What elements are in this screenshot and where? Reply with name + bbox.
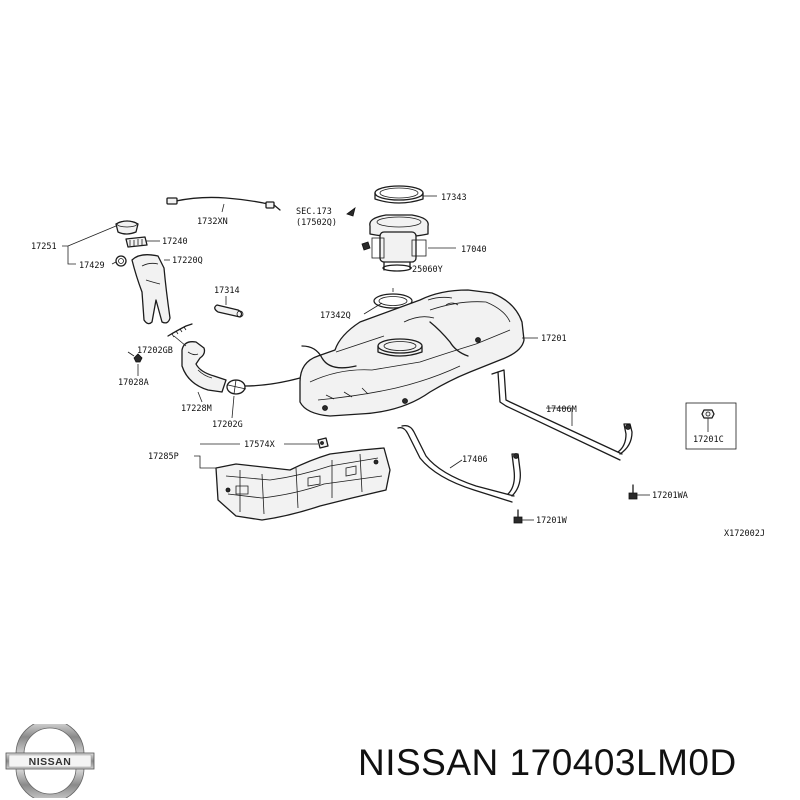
label-17201w: 17201W — [536, 516, 568, 526]
fuel-tank-17201 — [299, 289, 525, 417]
grommet-17314 — [214, 304, 244, 318]
leader-lines — [62, 195, 650, 521]
filler-hose-17228m — [181, 341, 227, 393]
label-17201: 17201 — [541, 334, 567, 344]
label-17240: 17240 — [162, 237, 188, 247]
label-17314: 17314 — [214, 286, 240, 296]
label-sec173: SEC.173 — [296, 207, 332, 217]
hose-clamp-17202g — [226, 377, 301, 395]
label-17406m: 17406M — [546, 405, 577, 415]
label-17251: 17251 — [31, 242, 57, 252]
fuel-pump-lock-ring-17343 — [374, 185, 424, 204]
label-17201c: 17201C — [693, 435, 724, 445]
clip-17574x — [317, 437, 329, 449]
label-17201wa: 17201WA — [652, 491, 688, 501]
label-17202gb: 17202GB — [137, 346, 173, 356]
tank-protector-17285p — [215, 447, 391, 521]
fuel-pump-module-17040 — [361, 214, 429, 272]
label-17028a: 17028A — [118, 378, 149, 388]
part-labels: 17343 SEC.173 (17502Q) 17040 25060Y 1734… — [31, 193, 765, 539]
label-17228m: 17228M — [181, 404, 212, 414]
label-17342q: 17342Q — [320, 311, 351, 321]
label-17040: 17040 — [461, 245, 487, 255]
inset-box-17201c — [685, 402, 737, 450]
tank-strap-17406m — [491, 369, 633, 461]
tank-strap-17406 — [397, 424, 521, 503]
label-17429: 17429 — [79, 261, 105, 271]
breather-hose-17202gb — [167, 323, 193, 338]
label-17343: 17343 — [441, 193, 467, 203]
sec173-arrow — [346, 207, 356, 217]
logo-wordmark: NISSAN — [29, 756, 72, 768]
filler-cap-17251 — [115, 220, 139, 235]
nissan-logo: NISSAN — [5, 724, 95, 798]
label-17285p: 17285P — [148, 452, 179, 462]
label-1732xn: 1732XN — [197, 217, 228, 227]
label-17406: 17406 — [462, 455, 488, 465]
drawing-code: X172002J — [724, 529, 765, 539]
filler-tether-17429 — [115, 255, 127, 267]
filler-neck-17220q — [131, 254, 171, 325]
bolt-17201w — [513, 509, 523, 524]
filler-ring-17240 — [125, 236, 148, 248]
label-17502q: (17502Q) — [296, 218, 337, 228]
label-25060y: 25060Y — [412, 265, 443, 275]
fuel-pump-gasket-17342q — [373, 288, 413, 309]
evap-hose-1732xn — [166, 196, 281, 211]
clip-17028a — [127, 351, 143, 363]
bolt-17201wa — [628, 484, 638, 500]
label-17574x: 17574X — [244, 440, 276, 450]
label-17202g: 17202G — [212, 420, 243, 430]
label-17220q: 17220Q — [172, 256, 203, 266]
part-number-title: NISSAN 170403LM0D — [358, 742, 737, 783]
